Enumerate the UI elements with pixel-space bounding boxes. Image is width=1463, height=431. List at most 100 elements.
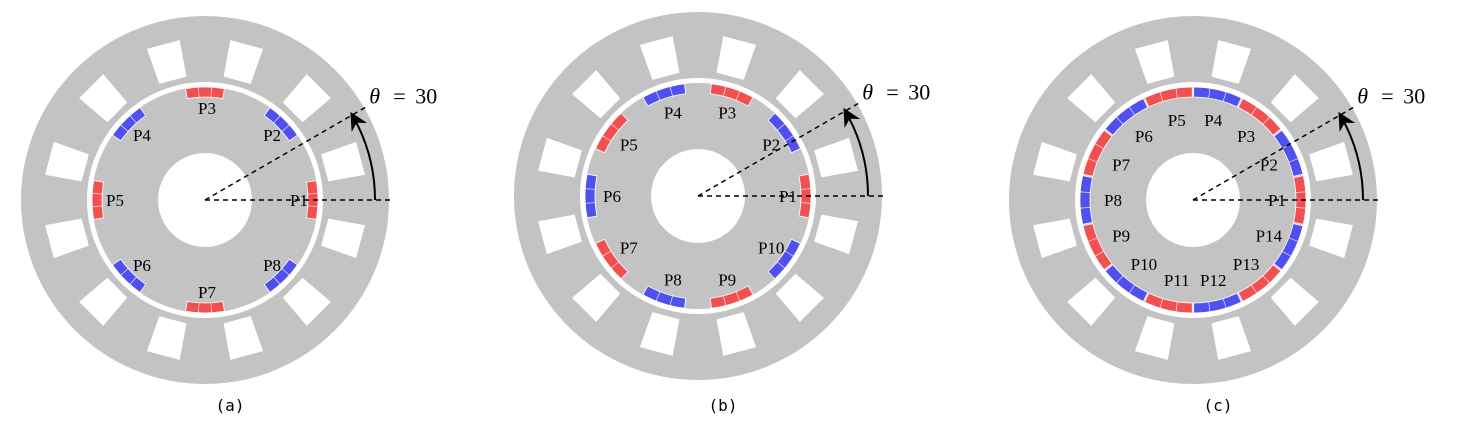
magnet-segment-divider: [784, 250, 794, 257]
pole-label: P13: [1233, 255, 1259, 274]
pole-label: P4: [1204, 111, 1222, 130]
theta-equals: =: [886, 80, 898, 105]
magnet-segment-divider: [307, 193, 318, 195]
magnet-segment-divider: [784, 135, 794, 142]
stator-slot: [146, 316, 187, 360]
magnet-segment-divider: [1159, 298, 1164, 309]
stator-slot: [1033, 141, 1077, 182]
pole-label: P3: [718, 103, 736, 122]
stator-slot: [79, 277, 128, 326]
magnet-segment-divider: [1080, 207, 1091, 209]
pole-label: P10: [758, 239, 784, 258]
magnet-segment-divider: [1094, 251, 1104, 257]
pole-label: P6: [603, 187, 621, 206]
magnet-segment-divider: [1208, 88, 1211, 99]
pole-label: P2: [762, 135, 780, 154]
magnet-segment-divider: [610, 261, 619, 269]
theta-equals: =: [393, 84, 405, 109]
magnet-segment-divider: [610, 123, 619, 131]
magnet-segment-divider: [735, 291, 741, 302]
stator-slot: [1309, 141, 1353, 182]
magnet-segment-divider: [92, 193, 103, 195]
permanent-magnet-pole: [1082, 129, 1113, 177]
theta-value: 30: [1403, 84, 1425, 109]
magnet-segment-divider: [1094, 143, 1104, 149]
magnet-segment-divider: [210, 302, 212, 313]
panel-caption: (b): [709, 396, 738, 415]
magnet-segment-divider: [1175, 301, 1178, 312]
angle-arc-arrow: [1338, 111, 1364, 201]
magnet-segment-divider: [1116, 275, 1124, 284]
magnet-segment-divider: [1208, 301, 1211, 312]
stator-slot: [538, 137, 582, 178]
permanent-magnet-pole: [185, 301, 225, 314]
theta-value: 30: [415, 84, 437, 109]
pole-label: P12: [1200, 271, 1226, 290]
magnet-segment-divider: [1128, 106, 1136, 116]
magnet-segment-divider: [1295, 191, 1306, 193]
stator-slot: [1033, 218, 1077, 259]
permanent-magnet-pole: [1273, 223, 1304, 271]
stator-slot: [538, 214, 582, 255]
permanent-magnet-pole: [1082, 223, 1113, 271]
magnet-segment-divider: [777, 123, 786, 131]
magnet-segment-divider: [655, 90, 661, 101]
stator-slot: [814, 214, 858, 255]
stator-slot: [1067, 74, 1116, 123]
magnet-segment-divider: [735, 90, 741, 101]
stator-slot: [775, 273, 824, 322]
stator-slot: [639, 312, 680, 356]
pole-label: P4: [664, 103, 682, 122]
theta-symbol: θ: [862, 80, 873, 105]
angle-ray-line: [204, 106, 366, 201]
pole-label: P4: [133, 126, 151, 145]
magnet-segment-divider: [669, 295, 673, 306]
stator-slot: [572, 273, 621, 322]
magnet-segment-divider: [1250, 106, 1258, 116]
magnet-segment-divider: [1262, 116, 1270, 125]
magnet-segment-divider: [602, 135, 612, 142]
magnet-segment-divider: [281, 124, 290, 132]
stator-slot: [814, 137, 858, 178]
pole-label: P6: [1135, 127, 1153, 146]
magnet-segment-divider: [800, 202, 811, 204]
stator-slot: [716, 36, 757, 80]
stator-slot: [45, 141, 89, 182]
stator-slot: [1309, 218, 1353, 259]
stator-slot: [1211, 40, 1252, 84]
magnet-segment-divider: [281, 268, 290, 276]
stator-slot: [639, 36, 680, 80]
stator-slot: [282, 277, 331, 326]
magnet-segment-divider: [1159, 91, 1164, 102]
pole-label: P7: [1112, 155, 1130, 174]
magnet-segment-divider: [669, 86, 673, 97]
pole-label: P5: [620, 135, 638, 154]
angle-ray-line: [1192, 106, 1354, 201]
magnet-segment-divider: [777, 261, 786, 269]
angle-ray-line: [697, 102, 859, 197]
pole-label: P5: [106, 191, 124, 210]
magnet-segment-divider: [1295, 207, 1306, 209]
stator-slot: [1134, 40, 1175, 84]
stator-slot: [282, 74, 331, 123]
pole-label: P3: [198, 99, 216, 118]
magnet-segment-divider: [1250, 284, 1258, 294]
magnet-segment-divider: [1262, 275, 1270, 284]
theta-symbol: θ: [1357, 84, 1368, 109]
stator-slot: [223, 316, 264, 360]
permanent-magnet-pole: [1273, 129, 1304, 177]
magnet-segment-divider: [1087, 237, 1098, 242]
stator-slot: [775, 70, 824, 119]
stator-slot: [321, 218, 365, 259]
permanent-magnet-pole: [584, 173, 598, 219]
pole-label: P2: [263, 126, 281, 145]
magnet-segment-divider: [1288, 237, 1299, 242]
theta-symbol: θ: [369, 84, 380, 109]
permanent-magnet-pole: [91, 180, 104, 220]
magnet-segment-divider: [723, 295, 727, 306]
magnet-segment-divider: [585, 188, 596, 190]
magnet-segment-divider: [1116, 116, 1124, 125]
